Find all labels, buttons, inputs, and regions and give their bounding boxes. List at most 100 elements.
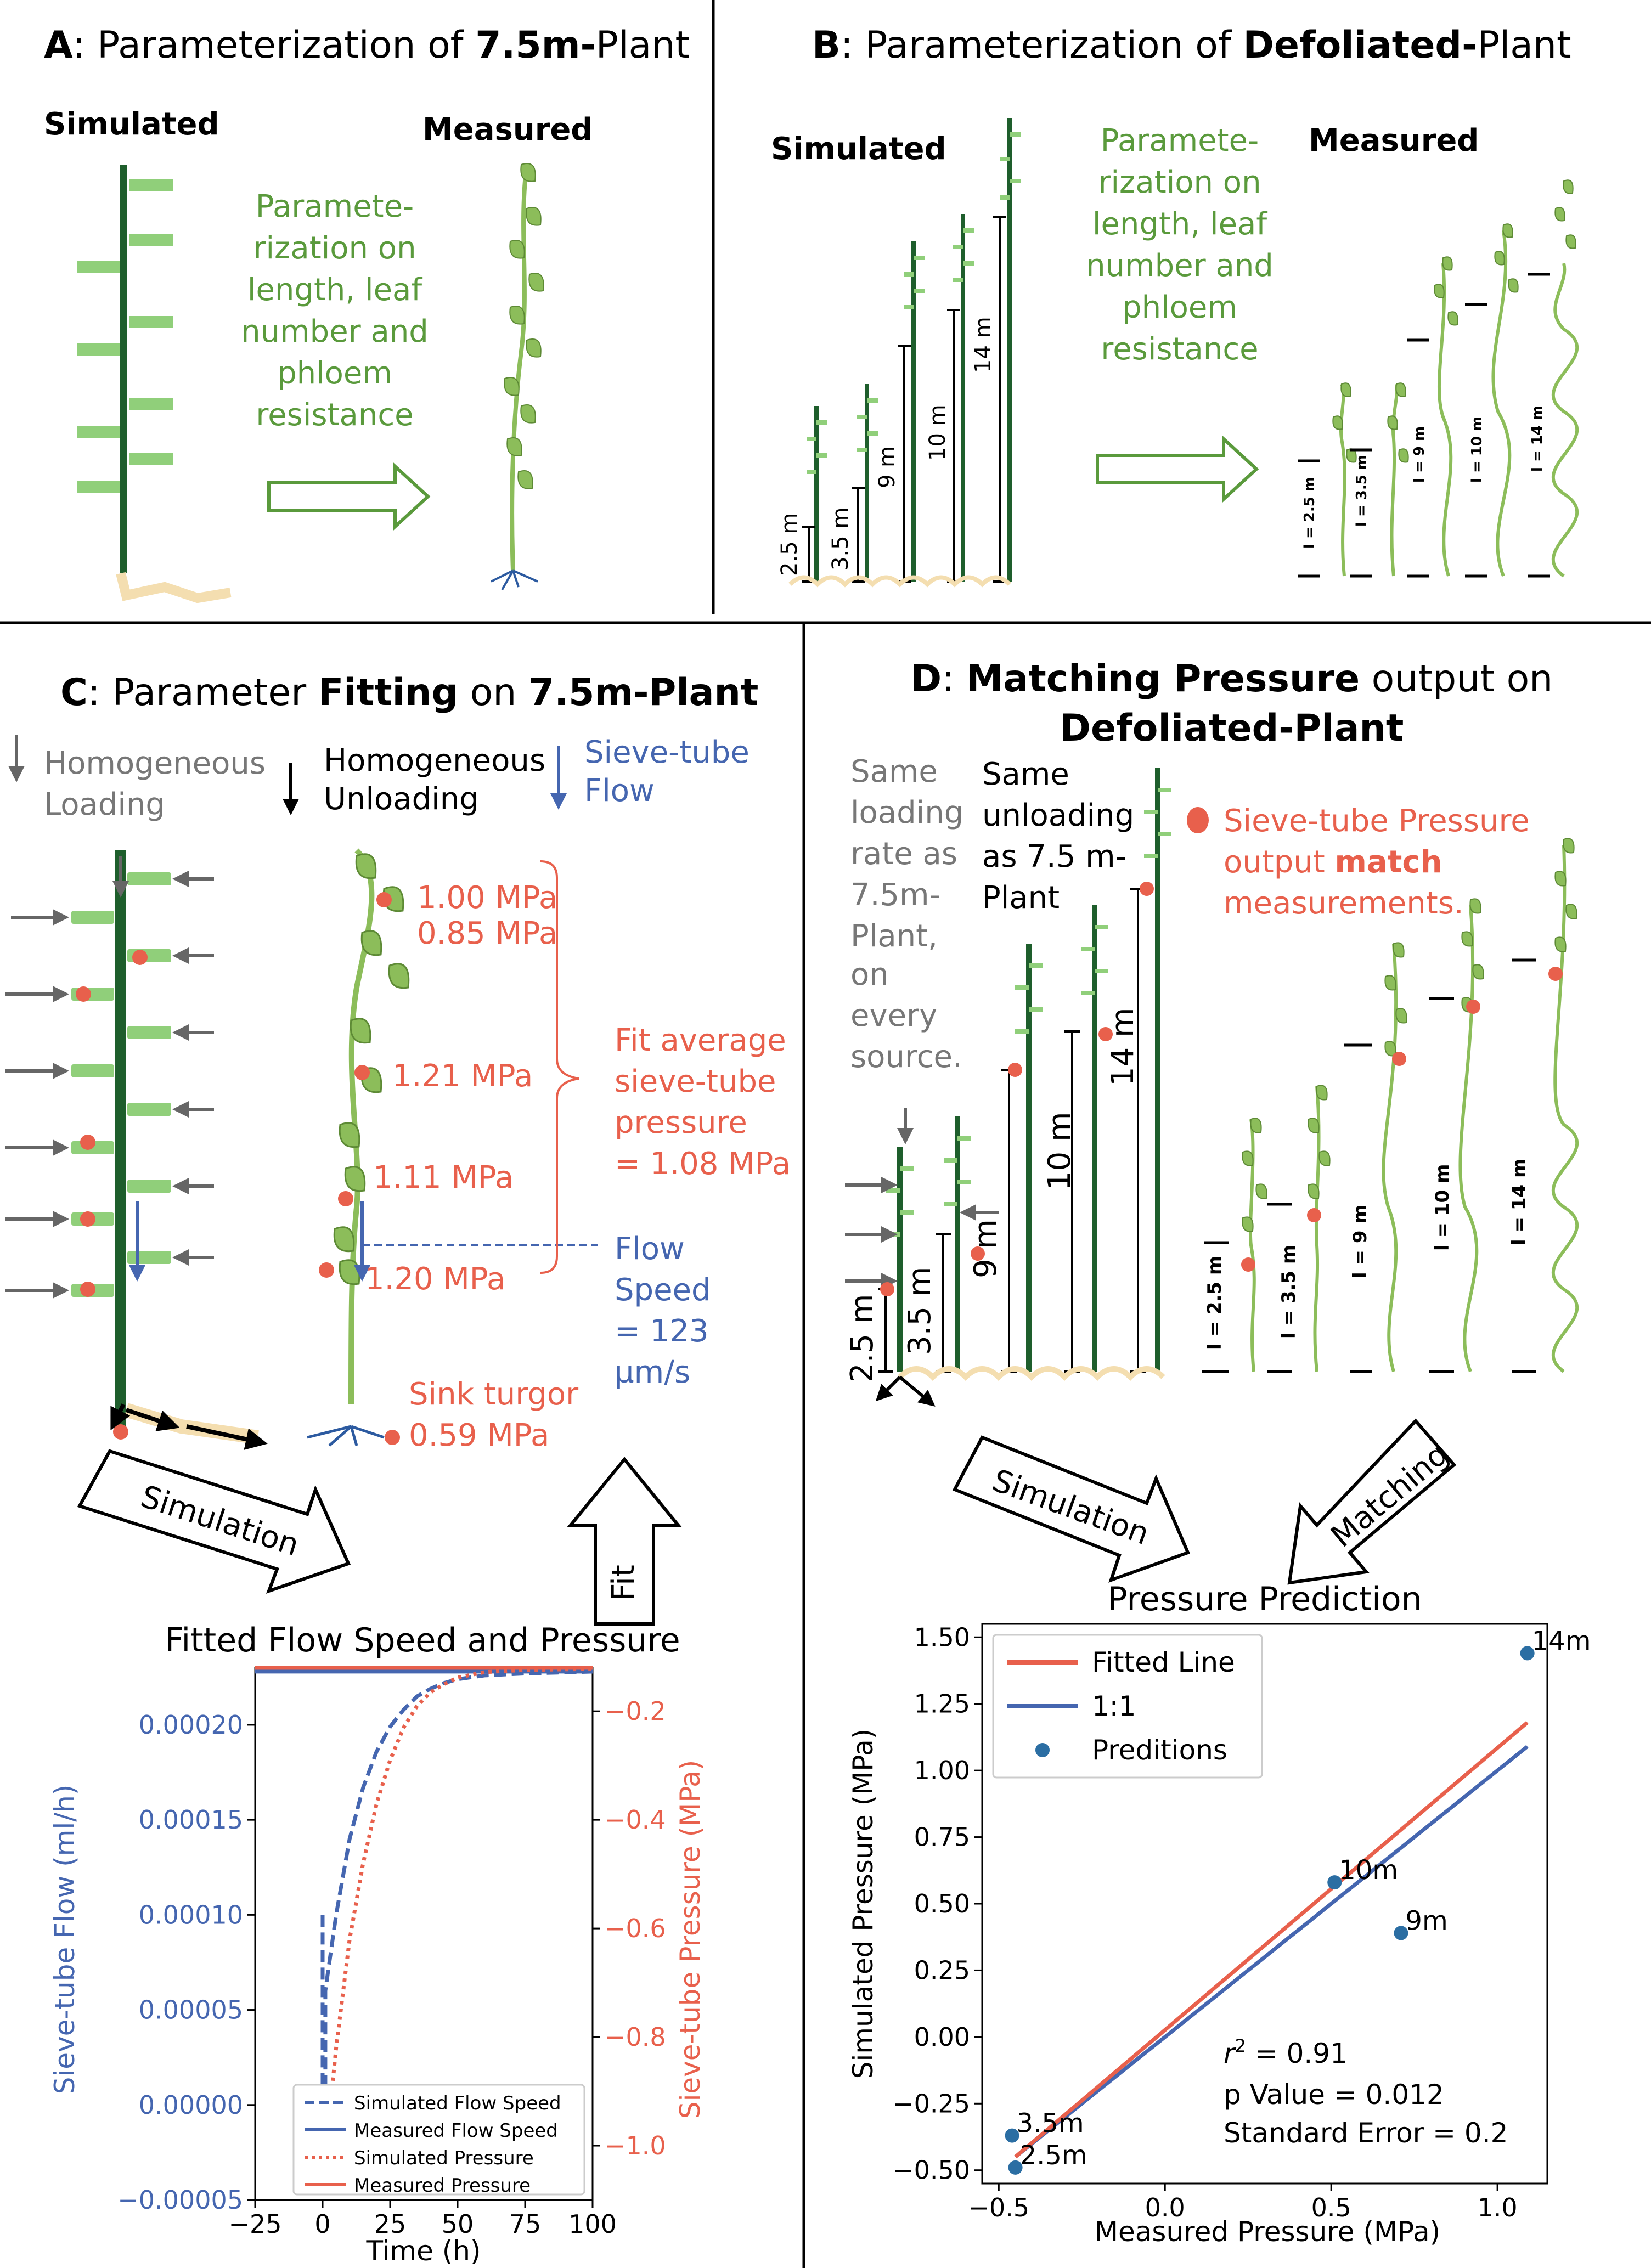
svg-text:source.: source. [850, 1039, 962, 1075]
panel-c-pressure-labels: 1.00 MPa 0.85 MPa 1.21 MPa 1.11 MPa 1.20… [365, 880, 557, 1297]
panel-d-measured-labels: l = 2.5 m l = 3.5 m l = 9 m l = 10 m l =… [1204, 1159, 1530, 1350]
svg-text:0.59 MPa: 0.59 MPa [409, 1418, 549, 1453]
chart-c-xtick-label: −25 [228, 2209, 281, 2239]
svg-text:rate as: rate as [850, 836, 957, 872]
match-note: Sieve-tube Pressure output match measure… [1224, 803, 1530, 921]
panel-a: A: Parameterization of 7.5m-Plant Simula… [44, 24, 690, 603]
panel-b-measured-leaves [1332, 179, 1576, 463]
svg-text:rization on: rization on [253, 230, 416, 266]
chart-c-y2tick-label: −1.0 [605, 2131, 666, 2160]
panel-b-measured-labels: l = 2.5 m l = 3.5 m l = 9 m l = 10 m l =… [1301, 405, 1546, 549]
chart-d-ytick-label: 0.25 [914, 1955, 970, 1985]
chart-c-xtick-label: 25 [374, 2209, 407, 2239]
panel-d-sim-dots [880, 882, 1154, 1296]
fit-arrow-c: Fit [567, 1457, 682, 1626]
prediction-point-label: 9m [1405, 1905, 1447, 1936]
svg-text:Fit: Fit [606, 1565, 641, 1601]
matching-arrow-d: Matching [1287, 1418, 1457, 1585]
chart-c-y2tick-label: −0.2 [605, 1696, 666, 1726]
sink-text: Sink turgor 0.59 MPa [409, 1376, 579, 1453]
svg-text:Sink turgor: Sink turgor [409, 1376, 579, 1412]
chart-d-xtick-label: 1.0 [1478, 2193, 1518, 2222]
chart-c-xlabel: Time (h) [366, 2235, 481, 2267]
svg-text:length, leaf: length, leaf [1092, 206, 1267, 242]
svg-text:Sieve-tube Pressure: Sieve-tube Pressure [1224, 803, 1530, 839]
legend-swatch-points [1035, 1743, 1050, 1757]
svg-text:2.5 m: 2.5 m [777, 513, 802, 576]
chart-c-xtick-label: 75 [509, 2209, 542, 2239]
svg-text:Plant: Plant [982, 880, 1060, 916]
panel-b-title: B: Parameterization of Defoliated-Plant [812, 24, 1571, 67]
svg-text:Fit average: Fit average [615, 1023, 786, 1058]
svg-text:resistance: resistance [1101, 331, 1258, 367]
svg-text:pressure: pressure [615, 1105, 747, 1141]
panel-a-title: A: Parameterization of 7.5m-Plant [44, 24, 690, 67]
svg-text:Same: Same [982, 757, 1069, 792]
unloading-legend-label-2: Unloading [324, 781, 479, 817]
chart-d-ytick-label: 1.00 [914, 1756, 970, 1785]
chart-c-xtick-label: 100 [568, 2209, 617, 2239]
svg-text:2.5 m: 2.5 m [844, 1294, 880, 1383]
chart-d-ytick-label: 1.25 [914, 1689, 970, 1719]
legend-meas-pressure: Measured Pressure [354, 2175, 531, 2197]
chart-c-y2tick-label: −0.8 [605, 2022, 666, 2052]
flow-text: Flow Speed = 123 µm/s [615, 1231, 711, 1390]
panel-b-measured-label: Measured [1309, 123, 1479, 159]
panel-a-note: Paramete- rization on length, leaf numbe… [241, 189, 429, 433]
svg-text:3.5 m: 3.5 m [828, 507, 853, 571]
fit-text: Fit average sieve-tube pressure = 1.08 M… [615, 1023, 791, 1182]
chart-c-y2label: Sieve-tube Pressure (MPa) [674, 1760, 706, 2119]
prediction-point [1327, 1875, 1342, 1890]
chart-d-ytick-label: −0.25 [893, 2089, 970, 2118]
panel-d: D: Matching Pressure output on Defoliate… [844, 657, 1591, 2248]
panel-d-loading-arrows [845, 1108, 999, 1289]
stat-r2: r2 = 0.91 [1224, 2035, 1348, 2069]
panel-b-arrow [1096, 435, 1259, 503]
chart-c-ytick-label: 0.00000 [139, 2090, 243, 2120]
svg-text:l = 2.5 m: l = 2.5 m [1301, 477, 1318, 549]
prediction-point [1008, 2160, 1023, 2175]
panel-b-measured-plants [1339, 230, 1579, 578]
chart-c-xtick-label: 0 [314, 2209, 330, 2239]
fitted-line [1014, 1721, 1529, 2159]
stat-std-error: Standard Error = 0.2 [1224, 2117, 1508, 2149]
svg-text:= 1.08 MPa: = 1.08 MPa [615, 1146, 791, 1182]
legend-meas-flow: Measured Flow Speed [354, 2120, 558, 2142]
svg-text:l = 10 m: l = 10 m [1432, 1164, 1453, 1251]
svg-text:3.5 m: 3.5 m [902, 1267, 938, 1355]
panel-d-measured-markers [1202, 958, 1536, 1373]
svg-text:length, leaf: length, leaf [247, 272, 422, 308]
flow-legend-label: Sieve-tube [584, 735, 750, 770]
panel-a-simulated-plant [77, 165, 232, 603]
chart-d-xlabel: Measured Pressure (MPa) [1095, 2216, 1440, 2248]
svg-text:l = 3.5 m: l = 3.5 m [1354, 455, 1370, 527]
svg-text:as 7.5 m-: as 7.5 m- [982, 839, 1126, 875]
svg-text:Flow: Flow [615, 1231, 685, 1267]
svg-text:rization on: rization on [1098, 165, 1261, 200]
svg-text:l = 3.5 m: l = 3.5 m [1278, 1245, 1300, 1339]
svg-text:every: every [850, 998, 937, 1034]
chart-d-xtick-label: −0.5 [968, 2193, 1029, 2222]
loading-note: Same loading rate as 7.5m- Plant, on eve… [850, 754, 963, 1075]
chart-d-ytick-label: 0.50 [914, 1889, 970, 1919]
svg-text:output match: output match [1224, 844, 1442, 880]
stat-p-value: p Value = 0.012 [1224, 2079, 1444, 2111]
chart-c-y2tick-label: −0.6 [605, 1914, 666, 1943]
svg-text:sieve-tube: sieve-tube [615, 1064, 776, 1099]
panel-d-roots [898, 1366, 1165, 1381]
prediction-point-label: 2.5m [1020, 2140, 1087, 2171]
panel-c-title: C: Parameter Fitting on 7.5m-Plant [60, 671, 758, 714]
chart-c-y2tick-label: −0.4 [605, 1805, 666, 1835]
svg-text:l = 9 m: l = 9 m [1349, 1204, 1371, 1278]
svg-text:0.85 MPa: 0.85 MPa [417, 916, 557, 951]
panel-a-arrow [267, 462, 431, 531]
panel-b-roots [788, 575, 1011, 588]
legend-points: Preditions [1092, 1734, 1227, 1766]
svg-text:14 m: 14 m [1105, 1007, 1141, 1086]
svg-text:l = 9 m: l = 9 m [1411, 426, 1428, 483]
panel-a-measured-label: Measured [422, 112, 593, 148]
chart-c-ytick-label: 0.00020 [139, 1710, 243, 1740]
panel-b-leaves [807, 132, 1021, 474]
panel-b-height-labels: 2.5 m 3.5 m 9 m 10 m 14 m [777, 317, 996, 576]
panel-c-simulated-plant [5, 850, 268, 1450]
